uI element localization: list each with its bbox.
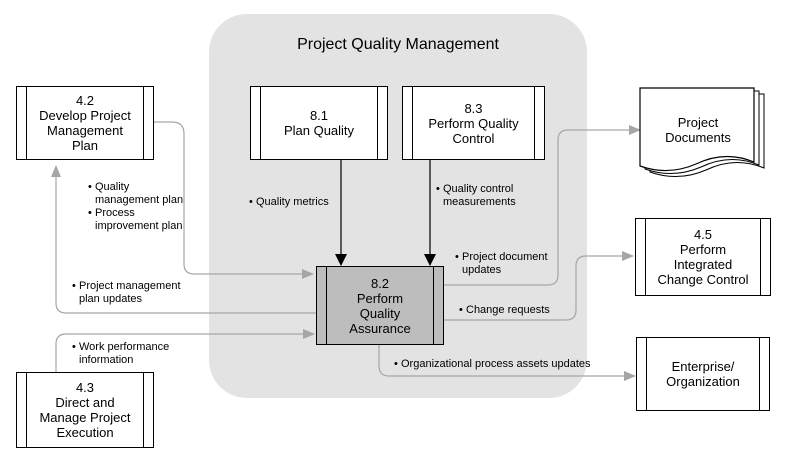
group-title: Project Quality Management (297, 36, 499, 53)
process-name-line: Control (452, 130, 495, 146)
process-name-line: Quality (359, 305, 401, 321)
box-name-line: Enterprise/ (671, 359, 735, 374)
bullet-icon: • (436, 183, 440, 195)
flow-label-project-doc-updates: •Project document updates (455, 251, 548, 276)
process-id: 8.2 (370, 275, 390, 291)
process-id: 4.2 (75, 93, 95, 108)
flow-label-quality-metrics: •Quality metrics (249, 196, 329, 208)
flow-label-work-performance: •Work performance information (72, 341, 170, 366)
process-name-line: Manage Project (39, 410, 131, 425)
flow-label-qc-measurements: •Quality control measurements (436, 183, 516, 208)
box-name-line: Organization (666, 374, 740, 389)
process-8-2: 8.2 Perform Quality Assurance (316, 266, 444, 345)
process-name-line: Assurance (349, 320, 411, 336)
process-name-line: Integrated (673, 257, 733, 272)
process-name-line: Direct and (55, 395, 115, 410)
bullet-icon: • (459, 304, 463, 316)
process-name-line: Develop Project (39, 108, 131, 123)
process-name-line: Management (47, 123, 123, 138)
process-4-3: 4.3 Direct and Manage Project Execution (16, 372, 154, 448)
process-8-1: 8.1 Plan Quality (250, 86, 388, 160)
documents-line: Documents (665, 130, 731, 145)
flow-label-org-process-updates: •Organizational process assets updates (394, 358, 591, 370)
bullet-icon: • (72, 280, 76, 292)
enterprise-organization-box: Enterprise/ Organization (636, 337, 770, 411)
process-name: Plan Quality (283, 123, 355, 138)
bullet-icon: • (72, 341, 76, 353)
process-name-line: Change Control (657, 272, 749, 287)
bullet-icon: • (455, 251, 459, 263)
documents-line: Project (677, 115, 719, 130)
project-documents-label: Project Documents (648, 115, 748, 145)
process-4-5: 4.5 Perform Integrated Change Control (635, 218, 771, 296)
process-name-line: Plan (71, 138, 99, 153)
bullet-icon: • (88, 207, 92, 219)
flow-label-pm-plan-updates: •Project management plan updates (72, 280, 181, 305)
process-4-2: 4.2 Develop Project Management Plan (16, 86, 154, 160)
process-id: 8.1 (309, 108, 329, 123)
process-name-line: Perform (679, 242, 727, 257)
bullet-icon: • (394, 358, 398, 370)
bullet-icon: • (88, 181, 92, 193)
flow-label-change-requests: •Change requests (459, 304, 550, 316)
process-id: 4.3 (75, 380, 95, 395)
process-name-line: Execution (56, 425, 114, 440)
bullet-icon: • (249, 196, 253, 208)
flow-label-quality-plans: •Quality management plan •Process improv… (88, 181, 184, 232)
process-id: 4.5 (693, 227, 713, 242)
process-8-3: 8.3 Perform Quality Control (402, 86, 545, 160)
process-id: 8.3 (464, 100, 483, 116)
process-name-line: Perform Quality (428, 115, 519, 131)
process-name-line: Perform (356, 290, 404, 306)
